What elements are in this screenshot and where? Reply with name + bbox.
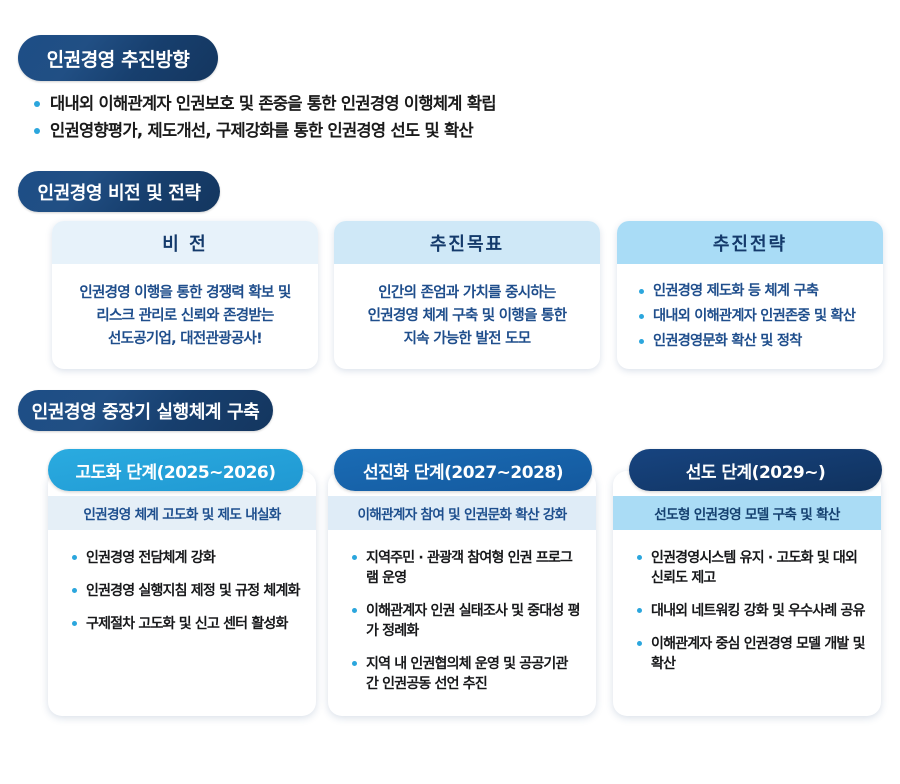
stage-subtitle: 선도형 인권경영 모델 구축 및 확산	[613, 496, 881, 530]
strategy-card-title: 추진전략	[617, 221, 883, 264]
strategy-card-body: 인권경영 제도화 등 체계 구축 대내외 이해관계자 인권존중 및 확산 인권경…	[617, 264, 883, 369]
vision-card-text: 인권경영 이행을 통한 경쟁력 확보 및 리스크 관리로 신뢰와 존경받는 선도…	[79, 282, 291, 351]
list-item: 인권영향평가, 제도개선, 구제강화를 통한 인권경영 선도 및 확산	[34, 117, 496, 144]
goal-card-text: 인간의 존엄과 가치를 중시하는 인권경영 체계 구축 및 이행을 통한 지속 …	[368, 282, 567, 351]
stage-pill-advancement: 고도화 단계(2025~2026)	[48, 449, 303, 491]
strategy-card: 추진전략 인권경영 제도화 등 체계 구축 대내외 이해관계자 인권존중 및 확…	[617, 221, 883, 369]
list-item: 대내외 이해관계자 인권존중 및 확산	[639, 304, 856, 329]
list-item: 인권경영 전담체계 강화	[72, 548, 302, 568]
list-item: 인권경영 제도화 등 체계 구축	[639, 279, 855, 304]
list-item: 지역주민 · 관광객 참여형 인권 프로그램 운영	[352, 548, 582, 588]
stage-card-advancement: 인권경영 체계 고도화 및 제도 내실화 인권경영 전담체계 강화 인권경영 실…	[48, 471, 316, 716]
strategy-bullet-list: 인권경영 제도화 등 체계 구축 대내외 이해관계자 인권존중 및 확산 인권경…	[639, 279, 856, 354]
stage-pill-leading: 선도 단계(2029~)	[629, 449, 882, 491]
stage-bullet-list: 지역주민 · 관광객 참여형 인권 프로그램 운영 이해관계자 인권 실태조사 …	[328, 548, 596, 694]
list-item: 이해관계자 중심 인권경영 모델 개발 및 확산	[637, 634, 867, 674]
vision-text-line: 선도공기업, 대전관광공사!	[107, 331, 263, 347]
vision-card-title: 비 전	[52, 221, 318, 264]
list-item: 이해관계자 인권 실태조사 및 중대성 평가 정례화	[352, 601, 582, 641]
stage-pill-modernization: 선진화 단계(2027~2028)	[334, 449, 592, 491]
stage-subtitle: 이해관계자 참여 및 인권문화 확산 강화	[328, 496, 596, 530]
goal-text-line: 인간의 존엄과 가치를 중시하는	[378, 285, 556, 301]
goal-text-line: 인권경영 체계 구축 및 이행을 통한	[367, 308, 567, 324]
section-pill-direction-label: 인권경영 추진방향	[46, 48, 190, 71]
stage-card-leading: 선도형 인권경영 모델 구축 및 확산 인권경영시스템 유지 · 고도화 및 대…	[613, 471, 881, 716]
section-pill-direction: 인권경영 추진방향	[18, 35, 218, 81]
list-item: 인권경영 실행지침 제정 및 규정 체계화	[72, 581, 302, 601]
goal-card-title: 추진목표	[334, 221, 600, 264]
stage-bullet-list: 인권경영시스템 유지 · 고도화 및 대외 신뢰도 제고 대내외 네트워킹 강화…	[613, 548, 881, 674]
stage-pill-modernization-label: 선진화 단계(2027~2028)	[362, 462, 564, 483]
list-item: 대내외 이해관계자 인권보호 및 존중을 통한 인권경영 이행체계 확립	[34, 90, 496, 117]
section-pill-midterm: 인권경영 중장기 실행체계 구축	[18, 390, 273, 431]
stage-pill-leading-label: 선도 단계(2029~)	[685, 462, 826, 483]
section-pill-vision-strategy: 인권경영 비전 및 전략	[18, 171, 220, 212]
stage-subtitle: 인권경영 체계 고도화 및 제도 내실화	[48, 496, 316, 530]
vision-card-body: 인권경영 이행을 통한 경쟁력 확보 및 리스크 관리로 신뢰와 존경받는 선도…	[52, 264, 318, 369]
vision-card: 비 전 인권경영 이행을 통한 경쟁력 확보 및 리스크 관리로 신뢰와 존경받…	[52, 221, 318, 369]
goal-card: 추진목표 인간의 존엄과 가치를 중시하는 인권경영 체계 구축 및 이행을 통…	[334, 221, 600, 369]
goal-text-line: 지속 가능한 발전 도모	[403, 331, 532, 347]
stage-card-modernization: 이해관계자 참여 및 인권문화 확산 강화 지역주민 · 관광객 참여형 인권 …	[328, 471, 596, 716]
list-item: 인권경영문화 확산 및 정착	[639, 329, 855, 354]
stage-pill-advancement-label: 고도화 단계(2025~2026)	[75, 462, 276, 483]
stage-bullet-list: 인권경영 전담체계 강화 인권경영 실행지침 제정 및 규정 체계화 구제절차 …	[48, 548, 316, 634]
list-item: 인권경영시스템 유지 · 고도화 및 대외 신뢰도 제고	[637, 548, 867, 588]
section-pill-midterm-label: 인권경영 중장기 실행체계 구축	[31, 401, 260, 423]
goal-card-body: 인간의 존엄과 가치를 중시하는 인권경영 체계 구축 및 이행을 통한 지속 …	[334, 264, 600, 369]
vision-text-line: 인권경영 이행을 통한 경쟁력 확보 및	[79, 285, 291, 301]
list-item: 지역 내 인권협의체 운영 및 공공기관 간 인권공동 선언 추진	[352, 654, 582, 694]
section-pill-vision-strategy-label: 인권경영 비전 및 전략	[37, 182, 201, 204]
direction-bullet-list: 대내외 이해관계자 인권보호 및 존중을 통한 인권경영 이행체계 확립 인권영…	[34, 90, 496, 144]
list-item: 구제절차 고도화 및 신고 센터 활성화	[72, 614, 302, 634]
vision-text-line: 리스크 관리로 신뢰와 존경받는	[96, 308, 274, 324]
list-item: 대내외 네트워킹 강화 및 우수사례 공유	[637, 601, 867, 621]
